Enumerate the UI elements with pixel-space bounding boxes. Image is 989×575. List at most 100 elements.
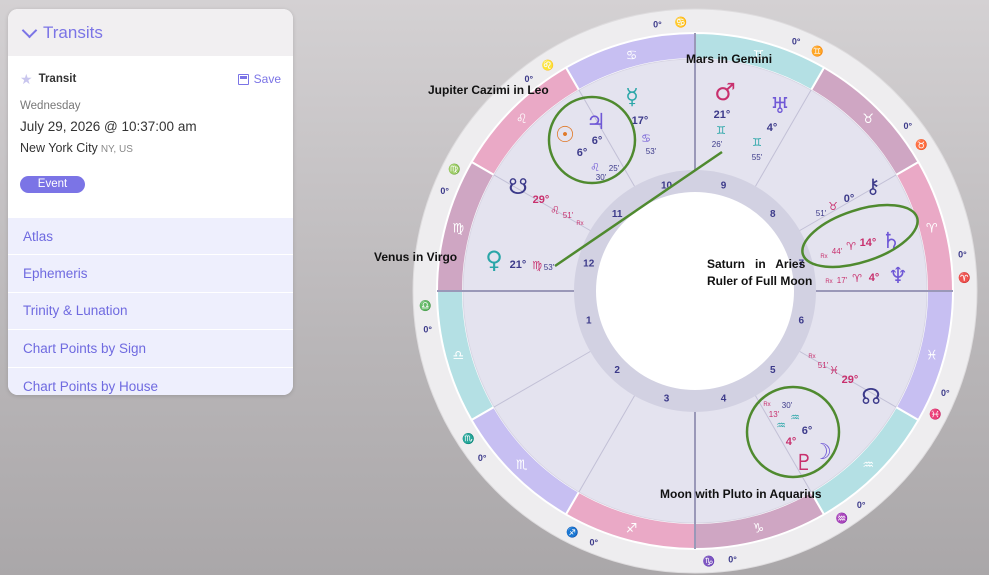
- mercury-minute: 53': [646, 147, 657, 156]
- annotation-venus: Venus in Virgo: [374, 250, 457, 264]
- city-name: New York City: [20, 141, 98, 155]
- north-node-degree: 29°: [842, 374, 859, 386]
- venus-icon: ♀: [485, 246, 503, 274]
- house-cusp-line: [755, 89, 812, 187]
- sign-glyph-8: ♐: [626, 522, 638, 537]
- sign-glyph-1: ♉: [862, 112, 874, 127]
- sign-glyph-0: ♈: [926, 222, 938, 237]
- outer-sign-glyph: ♎: [419, 299, 431, 312]
- save-button[interactable]: Save: [237, 72, 281, 86]
- transits-panel: Transits ★ Transit Save Wednesday July 2…: [8, 9, 293, 395]
- south-node-rx: Rx: [576, 221, 583, 227]
- neptune-icon: ♆: [888, 264, 908, 289]
- annotation-jupiter: Jupiter Cazimi in Leo: [428, 83, 549, 97]
- outer-sign-glyph: ♈: [958, 271, 970, 284]
- menu-item-trinity-lunation[interactable]: Trinity & Lunation: [8, 293, 293, 331]
- chart-wheel: ♈♉♊♋♌♍♎♏♐♑♒♓0°♈0°♉0°♊0°♋0°♌0°♍0°♎0°♏0°♐0…: [412, 8, 978, 574]
- outer-sign-glyph: ♍: [448, 162, 460, 175]
- moon-sign-icon: ♒: [790, 411, 800, 424]
- jupiter-minute: 30': [596, 173, 607, 182]
- mercury-sign-icon: ♋: [641, 132, 651, 145]
- north-node-minute: 51': [818, 361, 829, 370]
- outer-degree-label: 0°: [941, 388, 950, 398]
- menu-item-atlas[interactable]: Atlas: [8, 218, 293, 256]
- sign-glyph-2: ♊: [753, 48, 765, 63]
- save-icon: [237, 73, 249, 85]
- outer-degree-label: 0°: [440, 186, 449, 196]
- side-menu: Atlas Ephemeris Trinity & Lunation Chart…: [8, 218, 293, 395]
- house-number-3: 3: [664, 393, 670, 404]
- transit-row: ★ Transit Save: [20, 70, 281, 88]
- chiron-icon: ⚷: [866, 174, 881, 198]
- moon-pluto-highlight: [745, 385, 841, 479]
- house-cusp-line: [493, 174, 591, 231]
- south-node-icon: ☋: [508, 175, 528, 200]
- outer-sign-glyph: ♉: [915, 138, 927, 151]
- chiron-sign-icon: ♉: [828, 200, 838, 213]
- house-number-1: 1: [586, 315, 592, 326]
- transits-header[interactable]: Transits: [8, 9, 293, 56]
- mercury-degree: 17°: [632, 115, 649, 127]
- house-number-7: 7: [798, 259, 804, 270]
- event-badge[interactable]: Event: [20, 176, 85, 193]
- pluto-icon: ♇: [794, 451, 814, 476]
- outer-degree-label: 0°: [958, 249, 967, 259]
- saturn-highlight: [801, 203, 919, 269]
- mars-minute: 26': [712, 140, 723, 149]
- menu-item-chart-points-by-sign[interactable]: Chart Points by Sign: [8, 330, 293, 368]
- saturn-degree: 14°: [860, 237, 877, 249]
- house-number-4: 4: [721, 393, 727, 404]
- mars-icon: ♂: [714, 78, 736, 106]
- mars-degree: 21°: [714, 109, 731, 121]
- moon-icon: ☽: [812, 440, 832, 465]
- chart-center: [596, 192, 794, 390]
- outer-degree-label: 0°: [423, 325, 432, 335]
- north-node-sign-icon: ♓: [829, 364, 839, 377]
- outer-degree-label: 0°: [653, 20, 662, 30]
- menu-item-chart-points-by-house[interactable]: Chart Points by House: [23, 378, 159, 394]
- jupiter-sun-highlight: [547, 95, 637, 185]
- saturn-rx: Rx: [820, 254, 827, 260]
- house-cusp-line: [799, 174, 897, 231]
- annotation-saturn-1: Saturn in Aries: [707, 257, 806, 271]
- jupiter-icon: ♃: [586, 110, 606, 135]
- uranus-minute: 55': [752, 153, 763, 162]
- planet-glyphs: ☿17°♋53'☉♃6°6°♌25'30'♂21°♊26'♅4°♊55'☋29°…: [485, 78, 908, 476]
- annotation-saturn-2: Ruler of Full Moon: [707, 274, 812, 288]
- house-number-6: 6: [798, 315, 804, 326]
- outer-sign-glyph: ♑: [703, 555, 715, 568]
- sign-glyph-9: ♑: [753, 522, 765, 537]
- house-cusp-line: [578, 395, 635, 493]
- house-number-2: 2: [614, 365, 620, 376]
- menu-item-ephemeris[interactable]: Ephemeris: [8, 255, 293, 293]
- sun-sign-icon: ♌: [590, 161, 600, 174]
- sign-glyph-5: ♍: [453, 222, 465, 237]
- star-icon[interactable]: ★: [20, 70, 33, 87]
- outer-degree-label: 0°: [728, 554, 737, 564]
- sign-glyph-3: ♋: [626, 48, 638, 63]
- north-node-rx: Rx: [808, 354, 815, 360]
- outer-sign-glyph: ♓: [929, 408, 941, 421]
- saturn-sign-icon: ♈: [846, 240, 856, 253]
- house-cusp-line: [493, 351, 591, 408]
- sun-degree: 6°: [577, 147, 588, 159]
- annotation-moon: Moon with Pluto in Aquarius: [660, 487, 822, 501]
- sign-glyph-7: ♏: [516, 458, 528, 473]
- uranus-icon: ♅: [770, 94, 790, 119]
- house-number-11: 11: [612, 209, 623, 220]
- annotation-mars: Mars in Gemini: [686, 52, 772, 66]
- house-number-8: 8: [770, 209, 776, 220]
- chiron-minute: 51': [816, 209, 827, 218]
- north-node-icon: ☊: [861, 385, 881, 410]
- mars-sign-icon: ♊: [716, 124, 726, 137]
- house-number-10: 10: [661, 181, 673, 192]
- outer-degree-label: 0°: [903, 121, 912, 131]
- outer-sign-glyph: ♋: [675, 15, 687, 28]
- transit-datetime: July 29, 2026 @ 10:37:00 am: [20, 119, 197, 134]
- city-region: NY, US: [100, 144, 133, 155]
- weekday: Wednesday: [20, 100, 81, 112]
- pluto-rx: Rx: [763, 402, 770, 408]
